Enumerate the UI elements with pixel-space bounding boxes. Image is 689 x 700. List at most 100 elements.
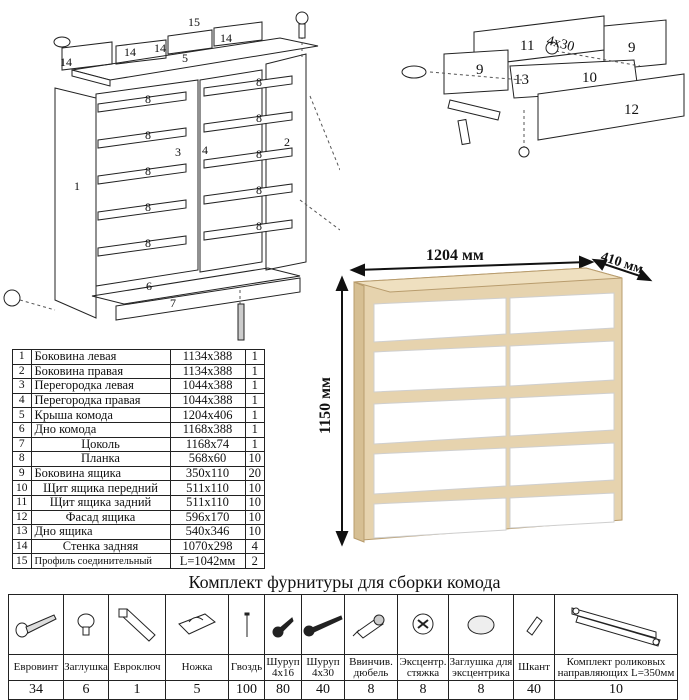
fitting-label-line: эксцентрика [452, 666, 510, 679]
hex-key-icon [108, 594, 166, 655]
width-dimension: 1204 мм [426, 247, 484, 264]
part-name: Боковина ящика [30, 465, 171, 482]
fitting-quantity: 34 [8, 680, 64, 700]
part-name: Щит ящика задний [30, 494, 171, 511]
foot-icon [165, 594, 229, 655]
part-size: 1168x74 [169, 436, 246, 453]
fitting-label-line: Евровинт [13, 661, 59, 673]
part-quantity: 2 [244, 553, 265, 569]
euroscrew-icon [8, 594, 64, 655]
part-quantity: 1 [244, 363, 265, 380]
label-8a: 8 [145, 92, 151, 106]
label-7: 7 [170, 296, 176, 310]
fitting-label-line: направляющих L=350мм [557, 666, 675, 679]
fitting-quantity: 80 [264, 680, 302, 700]
part-quantity: 10 [244, 480, 265, 496]
label-8b: 8 [145, 128, 151, 142]
part-quantity: 4 [244, 538, 265, 555]
part-quantity: 10 [244, 494, 265, 511]
label-5: 5 [182, 51, 188, 65]
label-8e: 8 [145, 236, 151, 250]
part-number: 7 [12, 436, 32, 453]
label-14d: 14 [220, 31, 232, 45]
height-dimension: 1150 мм [317, 377, 334, 434]
part-number: 12 [12, 509, 32, 526]
fitting-label-line: Ножка [181, 661, 213, 673]
part-size: 1134x388 [169, 349, 246, 365]
label-8g: 8 [256, 111, 262, 125]
fitting-quantity: 40 [301, 680, 345, 700]
part-size: 1134x388 [169, 363, 246, 380]
part-quantity: 20 [244, 465, 265, 482]
fitting-label-line: Шкант [518, 661, 550, 673]
eccentric-icon [397, 594, 449, 655]
part-name: Фасад ящика [30, 509, 171, 526]
part-name: Дно комода [30, 421, 171, 438]
dowel-icon [344, 594, 398, 655]
part-quantity: 10 [244, 524, 265, 540]
fitting-label-line: Заглушка для [449, 655, 513, 668]
nail-icon [228, 594, 265, 655]
fitting-label-line: Шуруп [306, 655, 340, 668]
part-size: 596x170 [169, 509, 246, 526]
part-name: Дно ящика [30, 524, 171, 540]
part-size: L=1042мм [169, 553, 246, 569]
fitting-label: Ножка [165, 654, 229, 681]
fitting-quantity: 5 [165, 680, 229, 700]
part-size: 568x60 [169, 451, 246, 467]
fitting-label: Заглушка [63, 654, 109, 681]
label-14b: 14 [124, 45, 136, 59]
label-1: 1 [74, 179, 80, 193]
part-size: 1168x388 [169, 421, 246, 438]
label-3: 3 [175, 145, 181, 159]
part-size: 511x110 [169, 494, 246, 511]
part-number: 4 [12, 392, 32, 409]
part-number: 8 [12, 451, 32, 467]
fitting-label: Ввинчив.дюбель [344, 654, 398, 681]
fitting-quantity: 8 [448, 680, 514, 700]
part-name: Перегородка правая [30, 392, 171, 409]
wood-dowel-icon [513, 594, 555, 655]
fitting-label-line: Евроключ [113, 661, 161, 673]
part-quantity: 1 [244, 407, 265, 423]
label-8d: 8 [145, 200, 151, 214]
fitting-label-line: Заглушка [64, 661, 108, 673]
screw-4x30-icon [301, 594, 345, 655]
part-quantity: 1 [244, 436, 265, 453]
exploded-assembly-diagram: 1 2 3 4 5 6 7 8 8 8 8 8 8 8 8 8 8 14 14 … [3, 11, 340, 341]
label-8h: 8 [256, 147, 262, 161]
part-number: 9 [12, 465, 32, 482]
fitting-label: Шкант [513, 654, 555, 681]
fitting-label: Евроключ [108, 654, 166, 681]
label-9a: 9 [476, 62, 484, 78]
label-4x30: 4x30 [545, 33, 576, 55]
fitting-label-line: 4x16 [272, 666, 294, 679]
fitting-label-line: дюбель [353, 666, 389, 679]
label-14a: 14 [60, 55, 72, 69]
part-quantity: 10 [244, 451, 265, 467]
dresser-dimension-view: 1204 мм 410 мм 1150 мм [317, 247, 653, 547]
fitting-quantity: 8 [397, 680, 449, 700]
part-name: Крыша комода [30, 407, 171, 423]
part-size: 1044x388 [169, 378, 246, 394]
part-size: 1044x388 [169, 392, 246, 409]
label-15: 15 [188, 15, 200, 29]
fitting-label-line: 4x30 [312, 666, 334, 679]
fitting-label-line: Комплект роликовых [566, 655, 666, 668]
fitting-label: Эксцентр.стяжка [397, 654, 449, 681]
part-size: 511x110 [169, 480, 246, 496]
eccentric-cap-icon [448, 594, 514, 655]
part-number: 14 [12, 538, 32, 555]
